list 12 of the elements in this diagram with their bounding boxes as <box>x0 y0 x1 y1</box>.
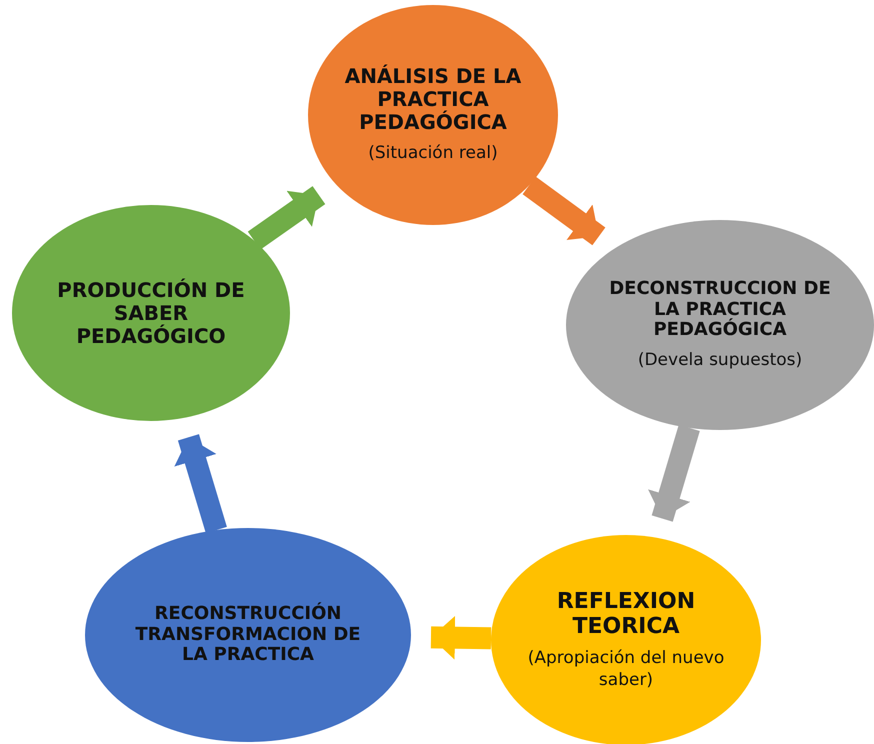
node-title: PRODUCCIÓN DE SABER PEDAGÓGICO <box>56 278 246 348</box>
node-title: DECONSTRUCCION DE LA PRACTICA PEDAGÓGICA <box>608 278 832 341</box>
node-title: REFLEXION TEORICA <box>556 588 696 640</box>
block-arrow <box>174 434 227 534</box>
node-subtitle: (Devela supuestos) <box>638 348 802 372</box>
block-arrow <box>522 176 606 246</box>
block-arrow <box>648 424 700 522</box>
node-subtitle: (Situación real) <box>368 142 498 165</box>
node-title: RECONSTRUCCIÓN TRANSFORMACION DE LA PRACTICA <box>134 604 362 666</box>
node-title: ANÁLISIS DE LA PRACTICA PEDAGÓGICA <box>344 65 522 134</box>
block-arrow <box>430 616 492 660</box>
node-subtitle: (Apropiación del nuevo saber) <box>526 647 726 692</box>
